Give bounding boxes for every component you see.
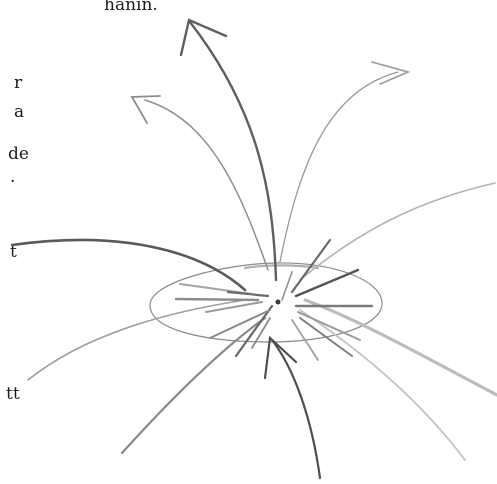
center-point [276,300,281,305]
outgoing-arrows [132,20,408,280]
curve-right-bottom [300,310,465,460]
arrow-up-right [280,72,398,262]
curve-left-upper [12,240,245,290]
arrowhead-up-center [181,20,226,55]
arrow-up-center [190,22,276,280]
curve-left-lower [28,300,245,380]
curve-bottom-left [122,318,265,453]
curve-right-upper [300,183,495,280]
arrowhead-up-right [372,62,408,84]
curve-right-lower [305,300,497,395]
